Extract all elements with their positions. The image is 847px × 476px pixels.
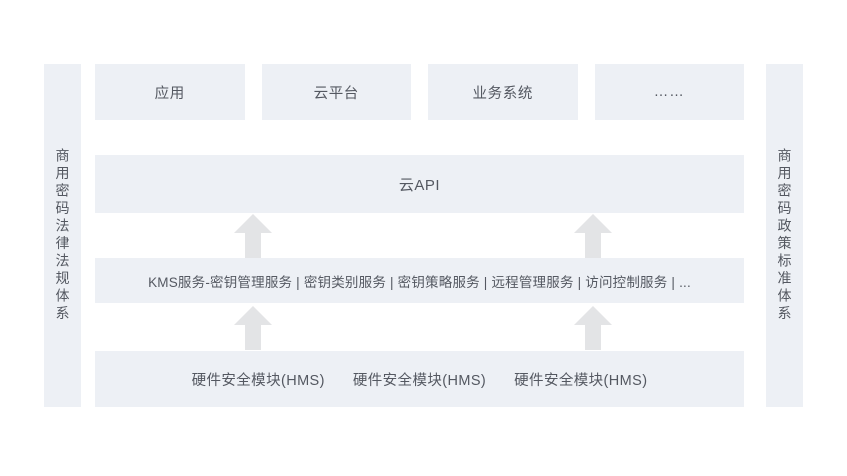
top-box-business-system: 业务系统 xyxy=(428,64,578,120)
right-rail-policy-standard-framework: 商用密码政策标准体系 xyxy=(766,64,803,407)
arrow-kms-to-api-right-icon xyxy=(574,214,612,260)
kms-services-label: KMS服务-密钥管理服务 | 密钥类别服务 | 密钥策略服务 | 远程管理服务 … xyxy=(148,274,691,290)
arrow-hsm-to-kms-right-icon xyxy=(574,306,612,350)
left-rail-legal-framework: 商用密码法律法规体系 xyxy=(44,64,81,407)
top-box-more: …… xyxy=(594,64,744,120)
hsm-label-3: 硬件安全模块(HMS) xyxy=(514,372,648,389)
left-rail-label: 商用密码法律法规体系 xyxy=(54,148,71,323)
arrow-kms-to-api-left-icon xyxy=(234,214,272,260)
top-box-business-system-label: 业务系统 xyxy=(472,85,533,102)
cloud-api-layer: 云API xyxy=(95,155,744,213)
hsm-label-1: 硬件安全模块(HMS) xyxy=(191,372,325,389)
hardware-security-module-layer: 硬件安全模块(HMS) 硬件安全模块(HMS) 硬件安全模块(HMS) xyxy=(95,351,744,407)
hsm-label-2: 硬件安全模块(HMS) xyxy=(352,372,487,389)
kms-services-layer: KMS服务-密钥管理服务 | 密钥类别服务 | 密钥策略服务 | 远程管理服务 … xyxy=(95,258,744,303)
top-box-cloud-platform-label: 云平台 xyxy=(313,85,359,102)
top-box-cloud-platform: 云平台 xyxy=(261,64,411,120)
top-box-application: 应用 xyxy=(95,64,245,120)
arrow-hsm-to-kms-left-icon xyxy=(234,306,272,350)
cloud-api-label: 云API xyxy=(398,176,441,194)
top-box-more-label: …… xyxy=(653,84,685,100)
right-rail-label: 商用密码政策标准体系 xyxy=(776,148,793,323)
top-consumer-row: 应用 云平台 业务系统 …… xyxy=(95,64,744,120)
top-box-application-label: 应用 xyxy=(154,85,185,102)
